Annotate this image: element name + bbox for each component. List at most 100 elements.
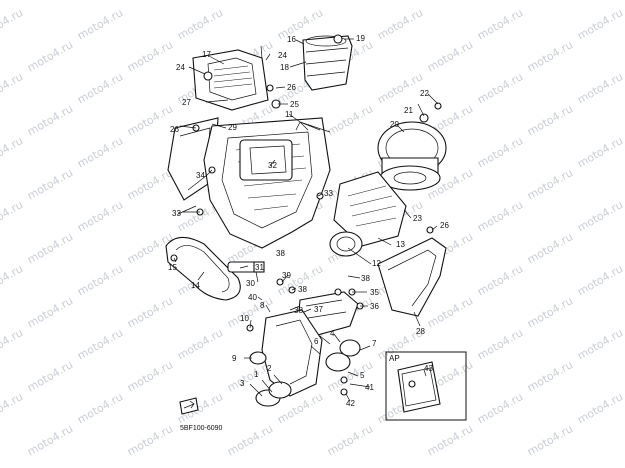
watermark-text: moto4.ru: [25, 166, 75, 203]
watermark-text: moto4.ru: [575, 134, 625, 171]
watermark-text: moto4.ru: [575, 6, 625, 43]
label-1: 1: [254, 370, 259, 379]
label-25: 25: [290, 100, 299, 109]
watermark-text: moto4.ru: [125, 422, 175, 459]
watermark-text: moto4.ru: [25, 294, 75, 331]
label-29: 29: [228, 123, 237, 132]
label-7: 7: [372, 339, 377, 348]
label-28: 28: [416, 327, 425, 336]
watermark-text: moto4.ru: [475, 390, 525, 427]
watermark-text: moto4.ru: [125, 166, 175, 203]
label-12: 12: [372, 259, 381, 268]
label-26a: 26: [170, 125, 179, 134]
watermark-text: moto4.ru: [375, 70, 425, 107]
watermark-text: moto4.ru: [25, 38, 75, 75]
label-39: 39: [282, 271, 291, 280]
watermark-text: moto4.ru: [0, 198, 25, 235]
label-24b: 24: [278, 51, 287, 60]
watermark-text: moto4.ru: [125, 102, 175, 139]
label-15: 15: [168, 263, 177, 272]
label-13: 13: [396, 240, 405, 249]
watermark-text: moto4.ru: [325, 422, 375, 459]
label-9: 9: [232, 354, 237, 363]
watermark-text: moto4.ru: [325, 102, 375, 139]
label-38a: 38: [298, 285, 307, 294]
watermark-text: moto4.ru: [0, 134, 25, 171]
filter-element: [377, 121, 447, 191]
label-41: 41: [365, 383, 374, 392]
air-filter-cover: [192, 49, 269, 111]
label-27: 27: [182, 98, 191, 107]
watermark-text: moto4.ru: [525, 358, 575, 395]
label-32: 32: [268, 161, 277, 170]
label-30: 30: [246, 279, 255, 288]
watermark-text: moto4.ru: [575, 390, 625, 427]
watermark-text: moto4.ru: [125, 294, 175, 331]
label-23: 23: [413, 214, 422, 223]
watermark-text: moto4.ru: [375, 6, 425, 43]
label-33a: 33: [172, 209, 181, 218]
side-cover-right: [377, 237, 447, 317]
filter-guide: [329, 171, 407, 257]
label-37: 37: [314, 305, 323, 314]
label-24a: 24: [176, 63, 185, 72]
label-14: 14: [191, 281, 200, 290]
watermark-text: moto4.ru: [0, 326, 25, 363]
watermark-text: moto4.ru: [25, 358, 75, 395]
front-arrow-icon: [179, 397, 199, 415]
label-18: 18: [280, 63, 289, 72]
leader-lines: [173, 38, 439, 402]
part-labels: 17 24 27 26 29 24 26 25 11 16 18 19 21 2…: [168, 34, 449, 408]
watermark-text: moto4.ru: [125, 358, 175, 395]
label-4: 4: [330, 329, 335, 338]
label-42: 42: [346, 399, 355, 408]
watermark-text: moto4.ru: [475, 198, 525, 235]
label-8: 8: [260, 301, 265, 310]
label-38d: 38: [276, 249, 285, 258]
label-26c: 26: [440, 221, 449, 230]
watermark-text: moto4.ru: [75, 390, 125, 427]
watermark-text: moto4.ru: [75, 262, 125, 299]
label-10: 10: [240, 314, 249, 323]
watermark-text: moto4.ru: [575, 198, 625, 235]
watermark-text: moto4.ru: [475, 262, 525, 299]
ap-inset: [385, 351, 467, 421]
watermark-text: moto4.ru: [225, 422, 275, 459]
label-34: 34: [196, 171, 205, 180]
watermark-text: moto4.ru: [525, 230, 575, 267]
label-5: 5: [360, 371, 365, 380]
watermark-text: moto4.ru: [75, 134, 125, 171]
label-6: 6: [314, 337, 319, 346]
watermark-text: moto4.ru: [525, 294, 575, 331]
watermark-text: moto4.ru: [575, 262, 625, 299]
watermark-text: moto4.ru: [475, 6, 525, 43]
watermark-text: moto4.ru: [175, 326, 225, 363]
gasket-plate: [165, 236, 241, 301]
watermark-text: moto4.ru: [25, 422, 75, 459]
label-19: 19: [356, 34, 365, 43]
label-35: 35: [370, 288, 379, 297]
watermark-text: moto4.ru: [575, 326, 625, 363]
air-box: [203, 117, 331, 249]
label-38c: 38: [294, 306, 303, 315]
label-31: 31: [255, 263, 264, 272]
watermark-text: moto4.ru: [475, 326, 525, 363]
label-38b: 38: [361, 274, 370, 283]
label-21: 21: [404, 106, 413, 115]
label-40: 40: [248, 293, 257, 302]
watermark-text: moto4.ru: [425, 294, 475, 331]
boot-pipe: [297, 291, 359, 337]
watermark-text: moto4.ru: [275, 6, 325, 43]
label-16: 16: [287, 35, 296, 44]
label-22: 22: [420, 89, 429, 98]
label-20a: 20: [390, 120, 399, 129]
watermark-text: moto4.ru: [175, 6, 225, 43]
label-3: 3: [240, 379, 245, 388]
intake-duct: [302, 35, 353, 91]
inset-title: AP: [389, 354, 400, 363]
watermark-text: moto4.ru: [525, 102, 575, 139]
watermark-text: moto4.ru: [125, 38, 175, 75]
watermark-text: moto4.ru: [475, 70, 525, 107]
watermark-text: moto4.ru: [525, 166, 575, 203]
watermark-text: moto4.ru: [525, 38, 575, 75]
